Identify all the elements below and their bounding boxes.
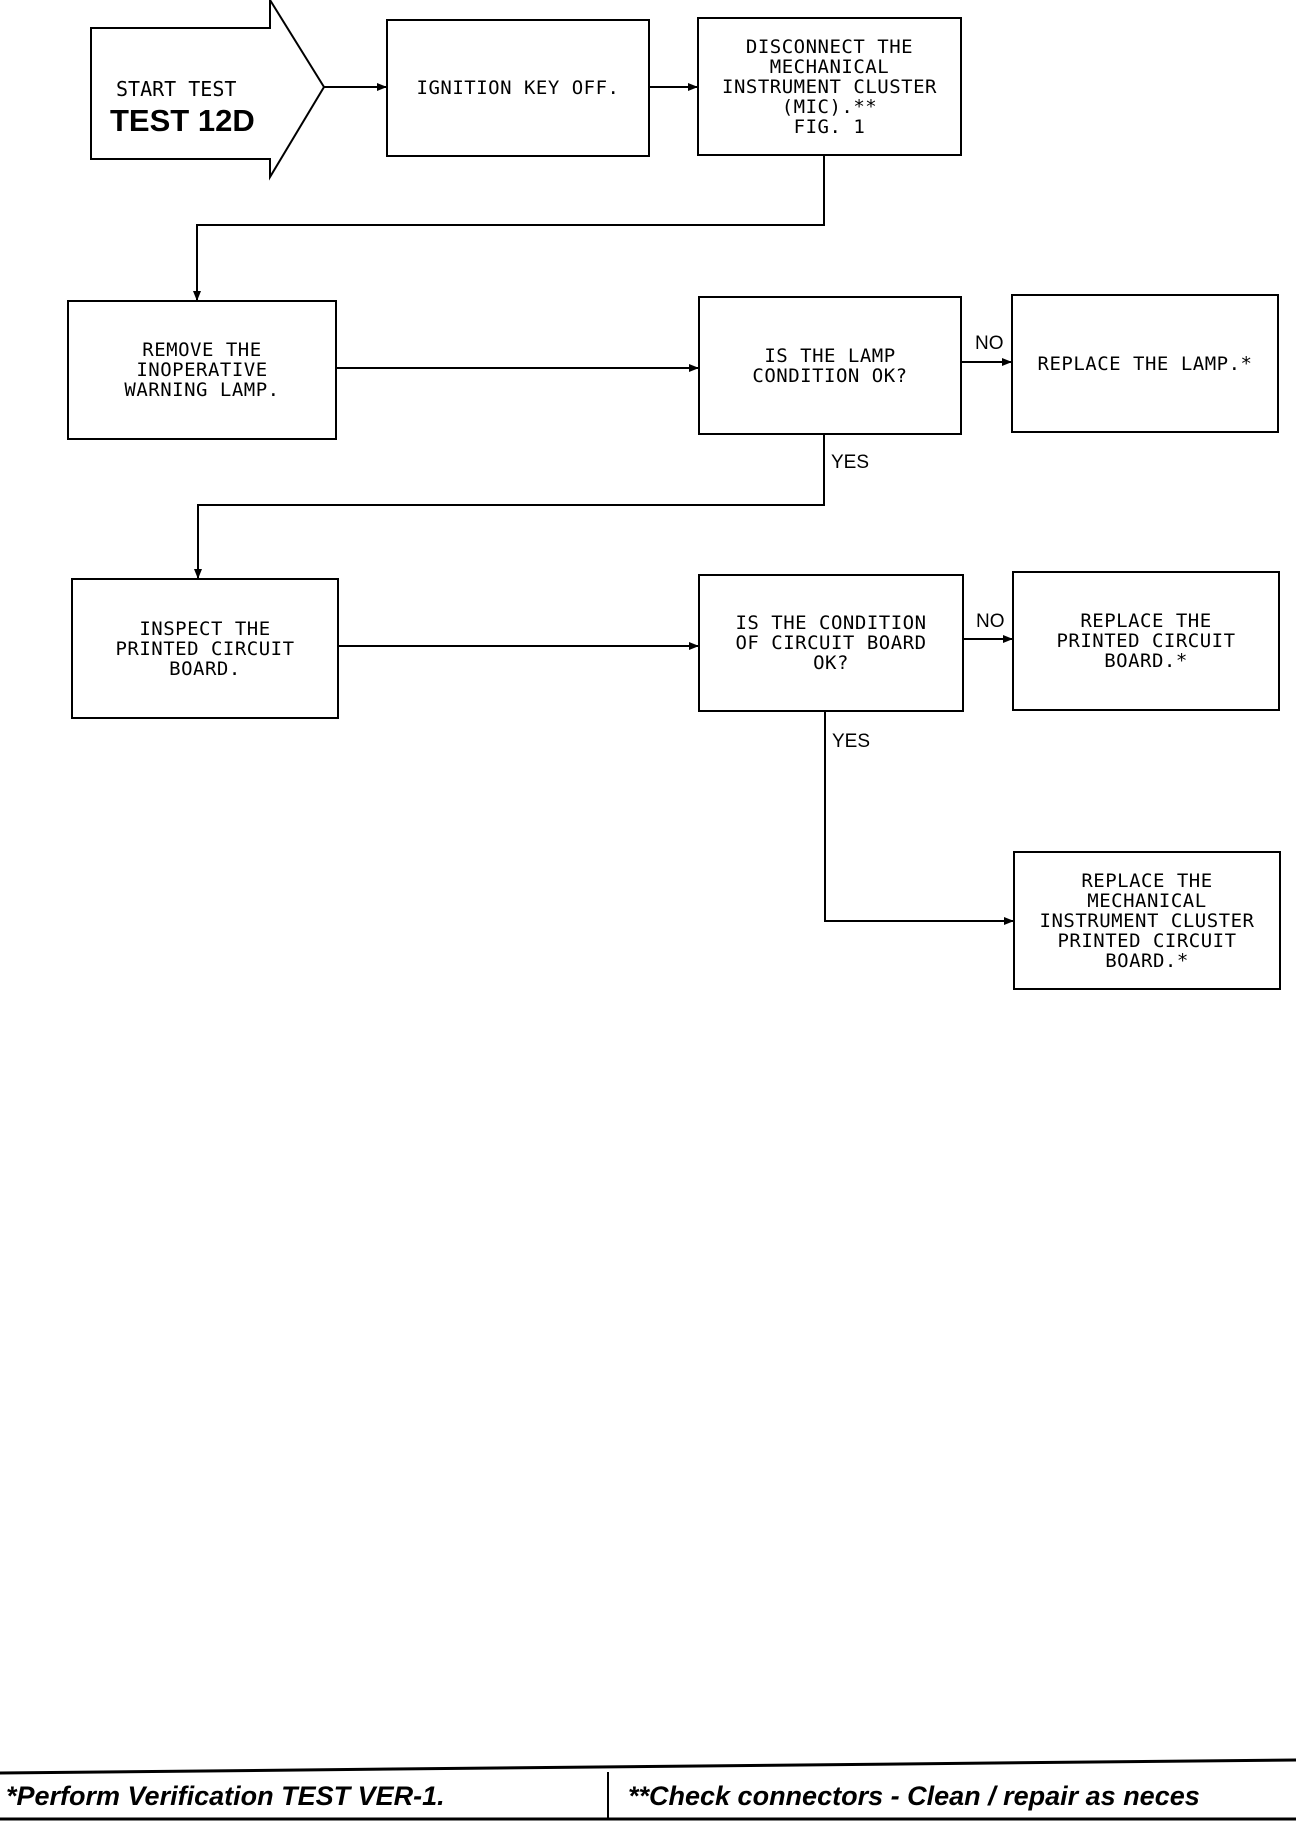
footer-connectors-note: **Check connectors - Clean / repair as n… <box>628 1780 1200 1811</box>
connector-lamp-yes <box>194 435 825 579</box>
decision-circuit-board-condition: IS THE CONDITION OF CIRCUIT BOARD OK? <box>698 574 964 712</box>
step-remove-warning-lamp: REMOVE THE INOPERATIVE WARNING LAMP. <box>67 300 337 440</box>
step-replace-circuit-board: REPLACE THE PRINTED CIRCUIT BOARD.* <box>1012 571 1280 711</box>
step-replace-mic-circuit-board: REPLACE THE MECHANICAL INSTRUMENT CLUSTE… <box>1013 851 1281 990</box>
start-test-label: START TEST <box>116 77 237 101</box>
start-arrow-shape <box>90 0 326 181</box>
board-no-label: NO <box>976 611 1005 632</box>
connector-board-yes <box>824 712 1014 925</box>
lamp-yes-label: YES <box>831 452 870 473</box>
connector-disconnect-to-remove <box>193 156 825 301</box>
footer-top-rule <box>0 1758 1297 1775</box>
decision-lamp-condition: IS THE LAMP CONDITION OK? <box>698 296 962 435</box>
footer-verification-note: *Perform Verification TEST VER-1. <box>6 1780 445 1811</box>
step-ignition-key-off: IGNITION KEY OFF. <box>386 19 650 157</box>
step-replace-lamp: REPLACE THE LAMP.* <box>1011 294 1279 433</box>
board-yes-label: YES <box>832 731 871 752</box>
step-disconnect-mic: DISCONNECT THE MECHANICAL INSTRUMENT CLU… <box>697 17 962 156</box>
step-inspect-circuit-board: INSPECT THE PRINTED CIRCUIT BOARD. <box>71 578 339 719</box>
lamp-no-label: NO <box>975 333 1004 354</box>
test-number-label: TEST 12D <box>110 103 255 138</box>
